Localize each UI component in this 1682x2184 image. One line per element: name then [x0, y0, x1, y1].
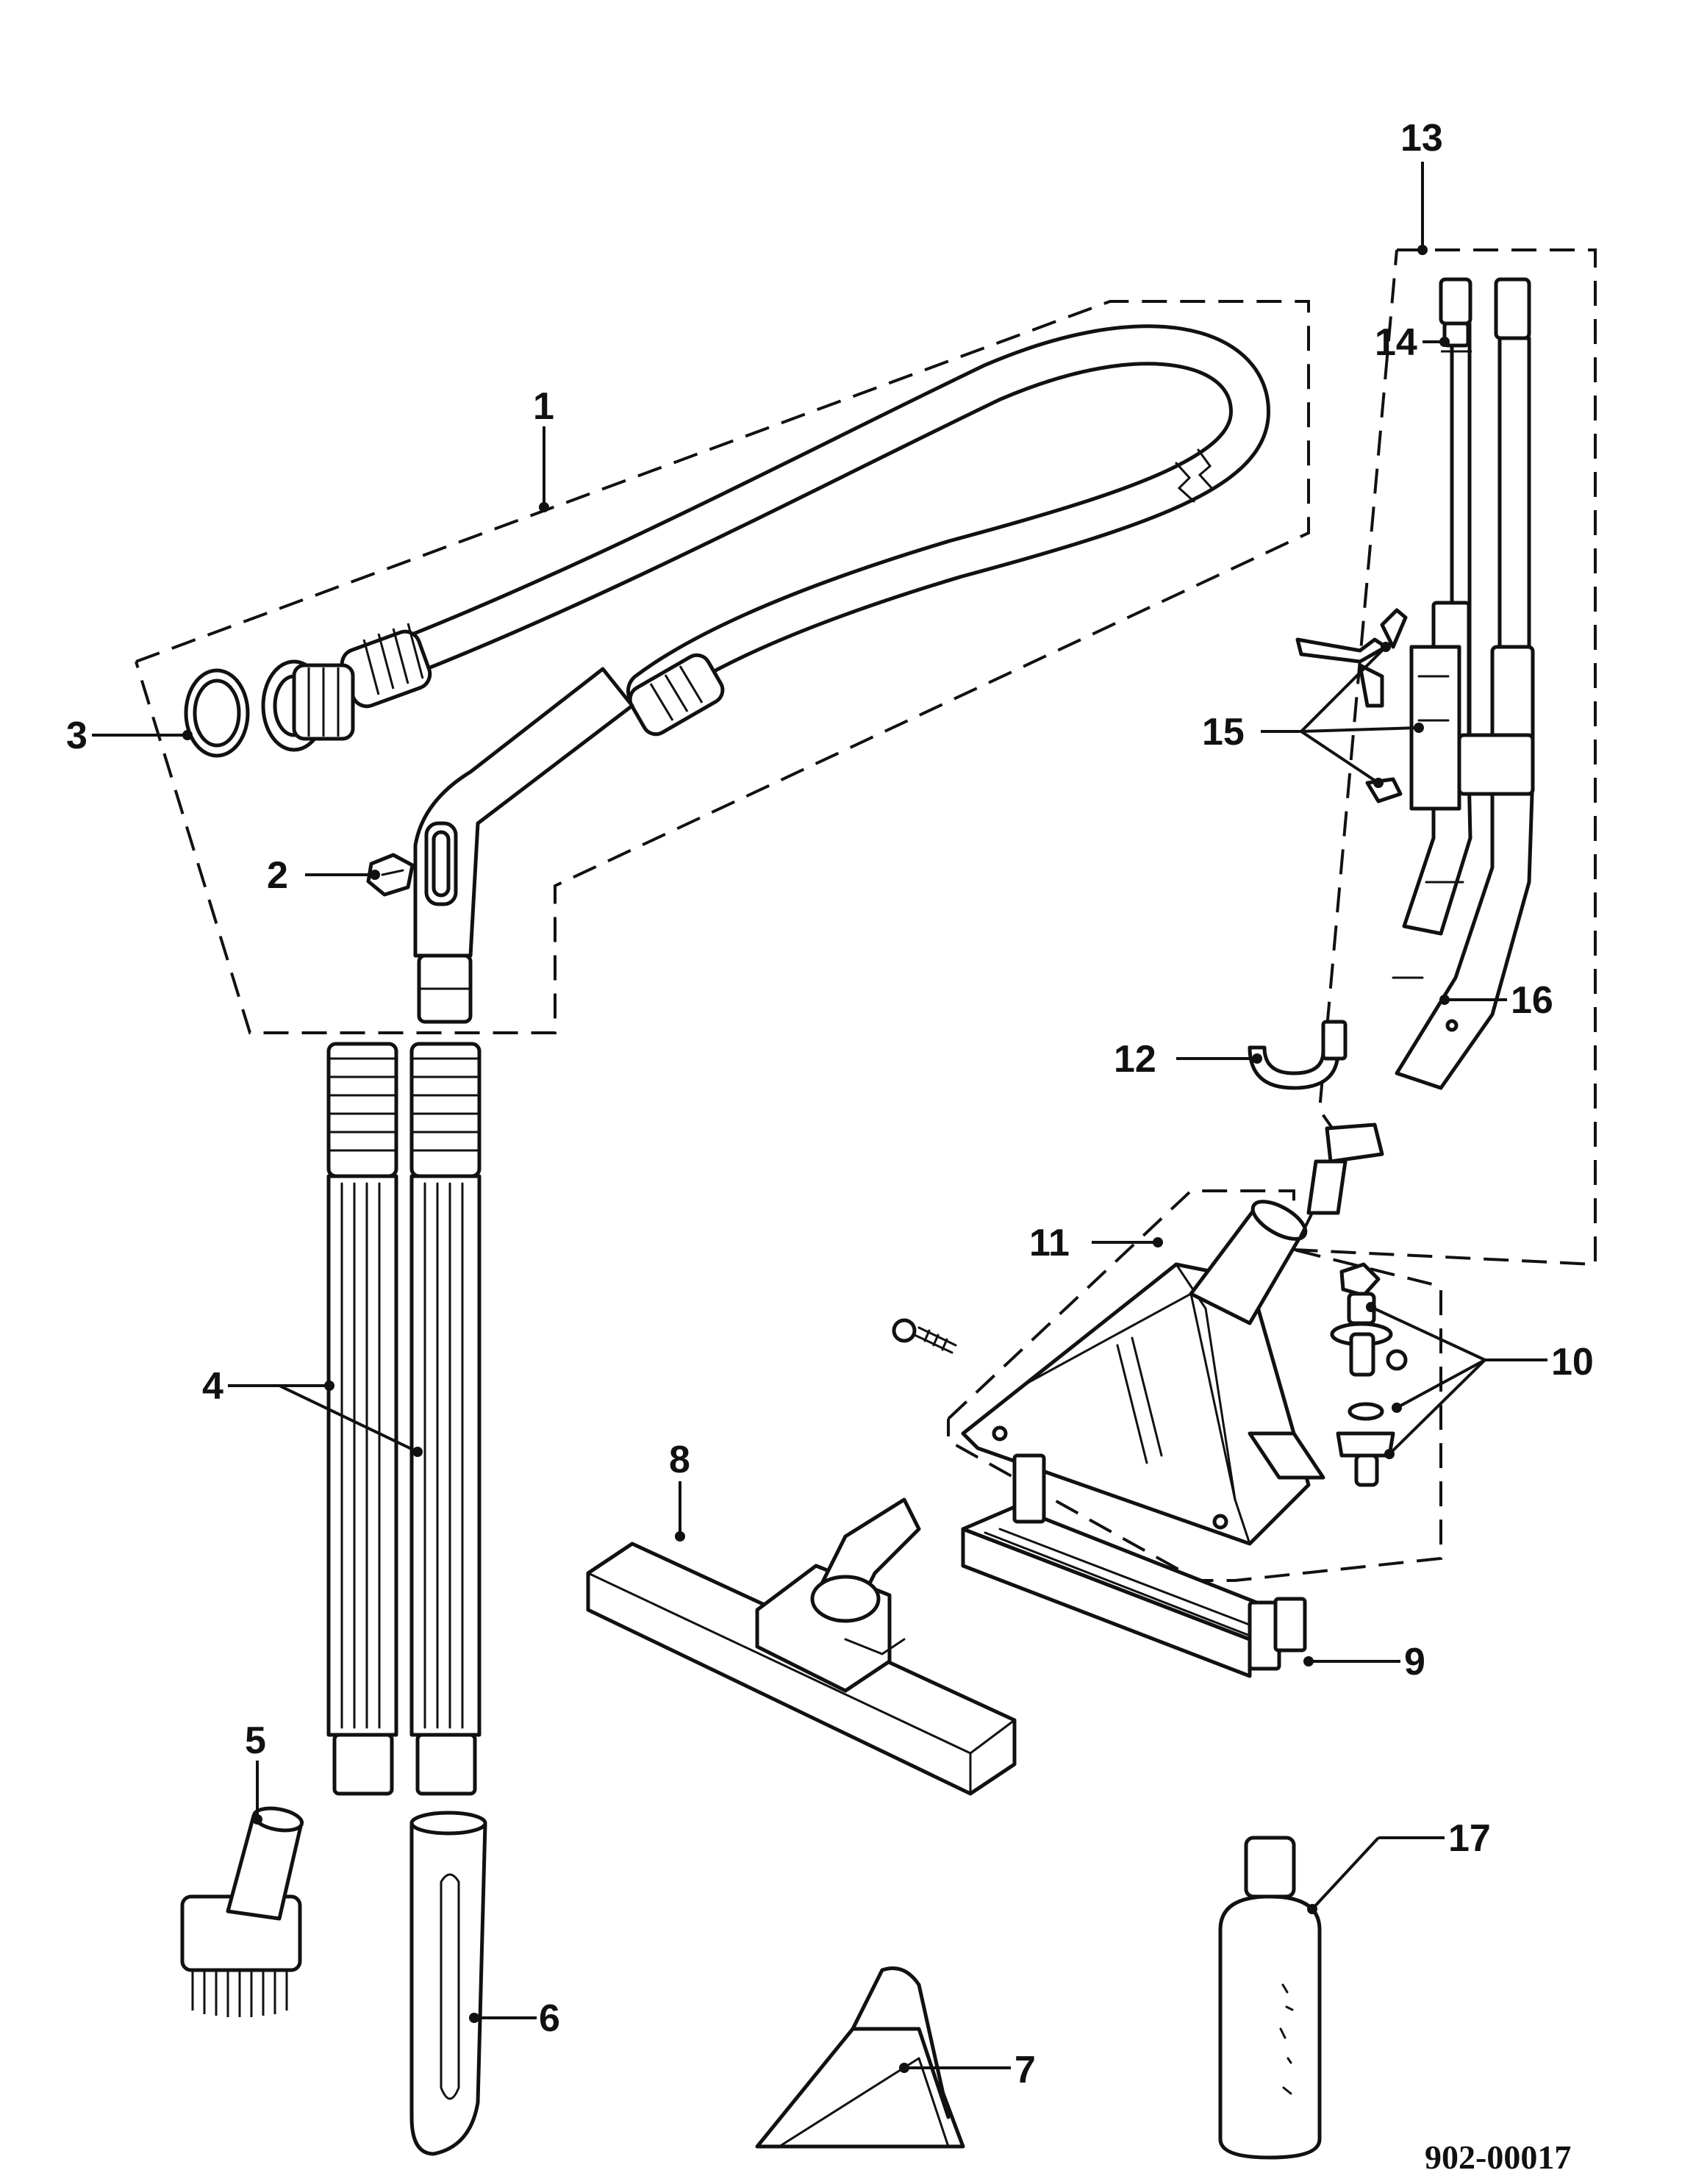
callout-17: 17: [1448, 1817, 1491, 1860]
nozzle-base-plate: [961, 1453, 1307, 1678]
crevice-tool: [409, 1811, 487, 2156]
callout-15: 15: [1202, 711, 1245, 753]
floor-tool: [586, 1497, 1017, 1796]
hose-cuff-wand-end: [628, 653, 725, 737]
hose-swivel-connector: [261, 659, 355, 752]
callout-7: 7: [1014, 2049, 1036, 2091]
attachment-assembly-boundary: [947, 1189, 1442, 1582]
attachment-assembly-group: [892, 1189, 1442, 1582]
leader-lines: [92, 162, 1547, 2073]
upholstery-tool: [755, 1966, 965, 2149]
hose-assembly-group: [135, 300, 1310, 1034]
callout-9: 9: [1404, 1641, 1425, 1683]
callout-11: 11: [1029, 1222, 1070, 1264]
callout-12: 12: [1114, 1038, 1156, 1081]
callout-16: 16: [1511, 979, 1553, 1022]
wand-right: [409, 1042, 482, 1796]
callout-3: 3: [66, 715, 87, 757]
o-ring-part: [184, 668, 250, 758]
dusting-brush: [180, 1806, 304, 2017]
callout-1: 1: [533, 385, 554, 428]
wand-pair: [326, 1042, 482, 1796]
callout-10: 10: [1551, 1341, 1594, 1383]
hose-cuff-machine-end: [340, 623, 432, 709]
trigger-parts: [1295, 608, 1408, 803]
extension-wand-group: [1248, 248, 1597, 1267]
callout-labels: 1 2 3 4 5 6 7 8 9 10 11 12 13 14 15 16 1…: [66, 117, 1594, 2176]
callout-4: 4: [202, 1365, 223, 1408]
callout-8: 8: [669, 1439, 690, 1481]
hose-assembly-boundary: [135, 300, 1310, 1034]
hose-clamp-part: [1248, 1020, 1348, 1090]
extension-wand-boundary: [1291, 248, 1597, 1267]
screw-part: [892, 1318, 957, 1354]
nozzle-body: [961, 1200, 1325, 1546]
callout-2: 2: [267, 854, 288, 897]
callout-6: 6: [539, 1997, 560, 2040]
valve-nipple-part: [1441, 321, 1472, 353]
tube-left: [1402, 277, 1472, 936]
hose-handle: [413, 667, 634, 1024]
valve-fittings: [1330, 1262, 1408, 1487]
callout-13: 13: [1400, 117, 1443, 160]
callout-5: 5: [245, 1719, 266, 1762]
mounting-bracket: [1409, 645, 1535, 811]
wand-left: [326, 1042, 398, 1796]
clip-part: [366, 853, 415, 897]
callout-14: 14: [1375, 321, 1417, 364]
lower-connector: [1306, 1123, 1384, 1215]
document-number: 902-00017: [1425, 2138, 1571, 2176]
cleaning-solution-bottle: [1218, 1836, 1322, 2160]
